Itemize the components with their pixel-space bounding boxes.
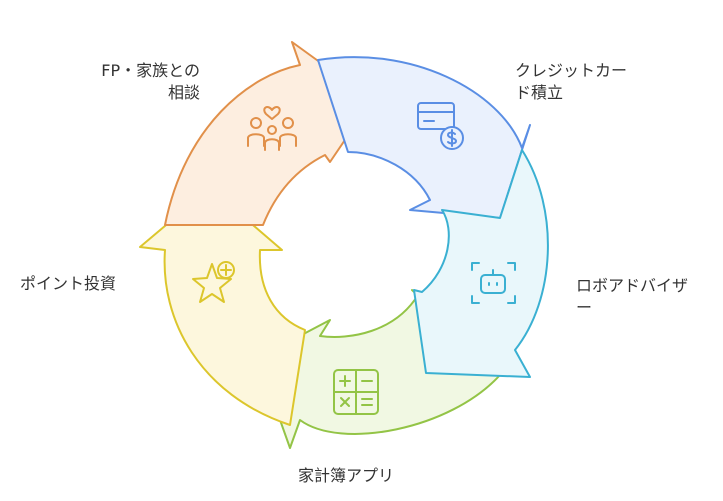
label-fp-line2: 相談	[167, 83, 200, 102]
label-kakeibo: 家計簿アプリ	[298, 465, 394, 487]
credit-card-dollar-icon	[417, 102, 464, 150]
label-point-line1: ポイント投資	[20, 274, 117, 293]
label-point: ポイント投資	[20, 273, 116, 295]
label-credit: クレジットカー ド積立	[515, 60, 627, 104]
label-robo-line1: ロボアドバイザ	[576, 276, 689, 295]
segment-credit	[317, 56, 531, 219]
label-fp: FP・家族との 相談	[80, 60, 200, 104]
segment-point	[139, 187, 306, 426]
segment-robo	[413, 149, 549, 378]
calculator-icon	[333, 369, 379, 415]
label-fp-line1: FP・家族との	[101, 61, 200, 80]
label-robo: ロボアドバイザ ー	[576, 275, 688, 319]
label-credit-line2: ド積立	[515, 83, 564, 102]
family-heart-icon	[247, 106, 297, 151]
label-credit-line1: クレジットカー	[515, 61, 628, 80]
robot-icon	[471, 262, 516, 304]
star-plus-icon	[192, 261, 235, 303]
label-kakeibo-line1: 家計簿アプリ	[298, 466, 395, 485]
label-robo-line2: ー	[576, 298, 593, 317]
